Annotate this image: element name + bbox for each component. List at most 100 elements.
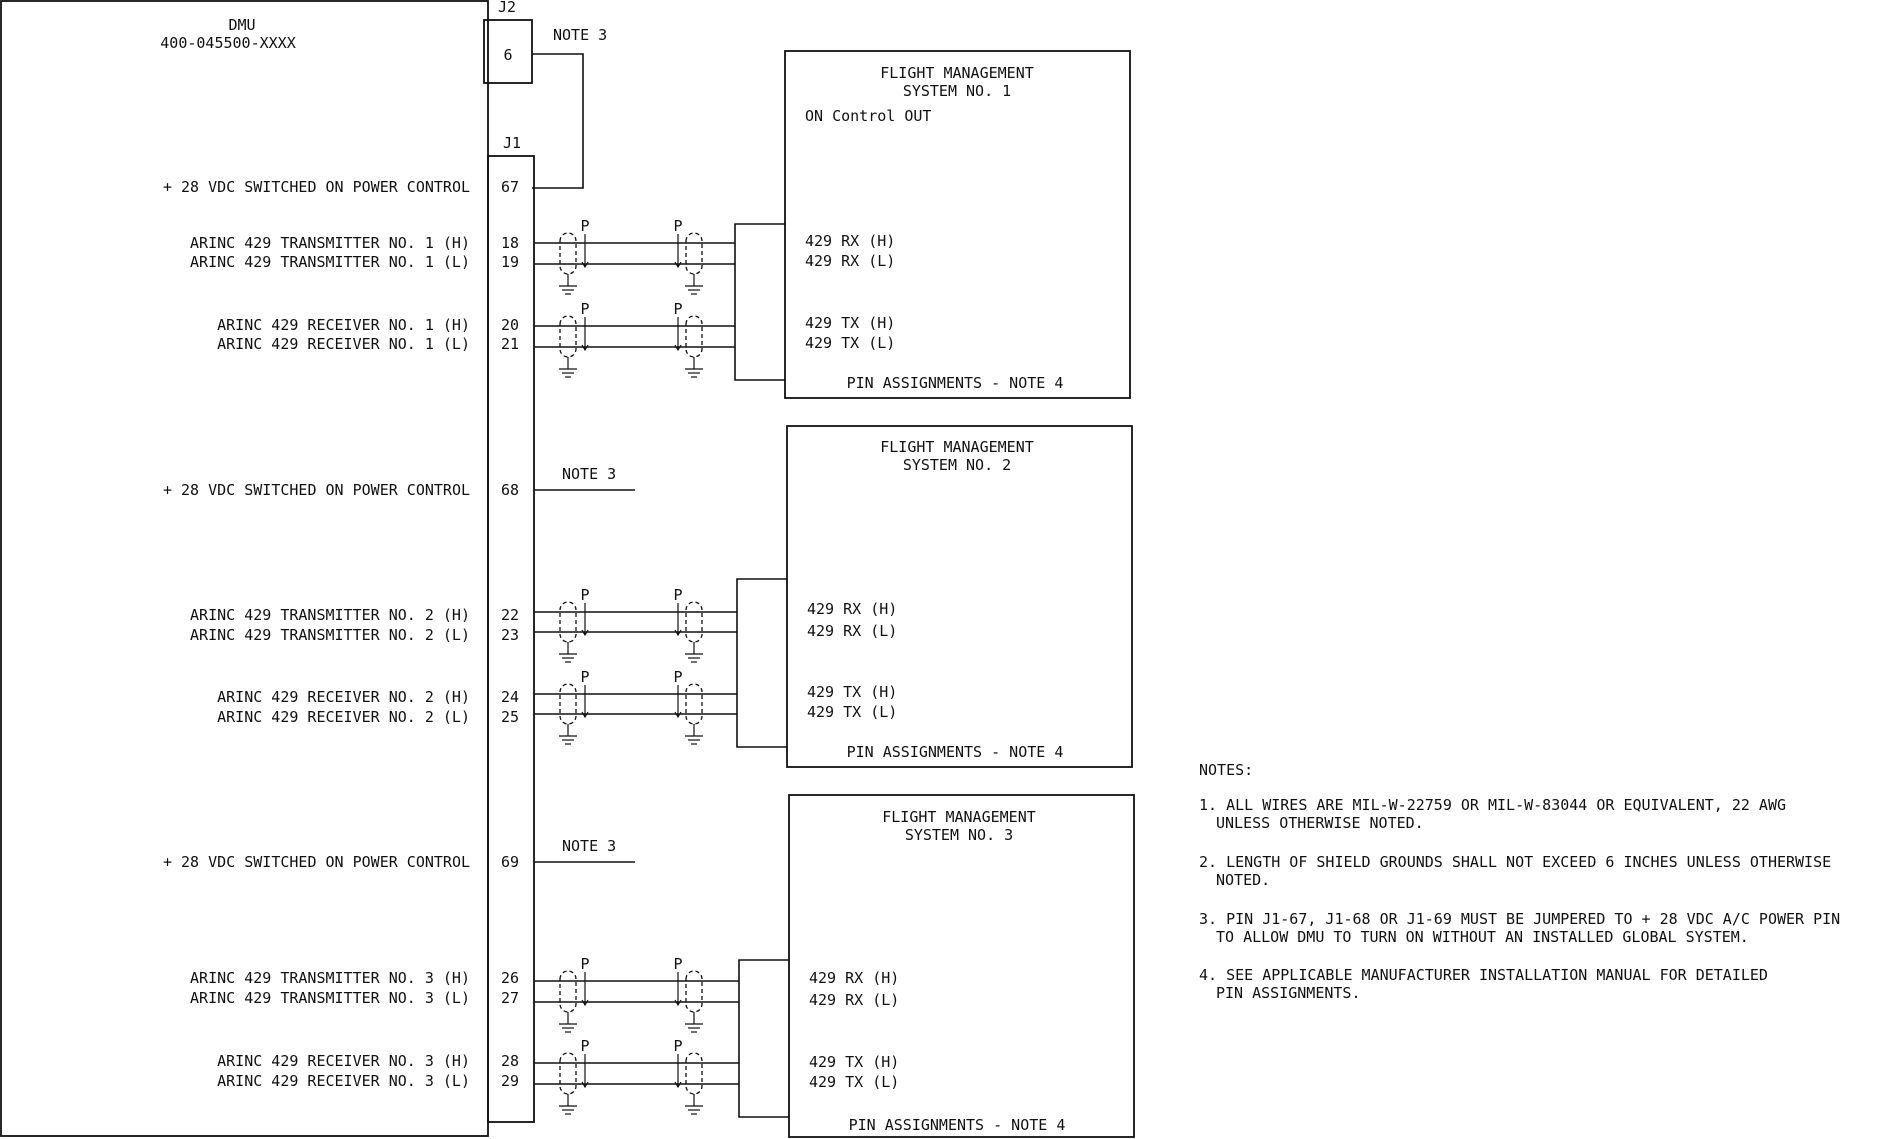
fms-subtitle: SYSTEM NO. 3 — [905, 826, 1013, 844]
shield-p-label: P — [673, 668, 682, 686]
note-2-line-1: 2. LENGTH OF SHIELD GROUNDS SHALL NOT EX… — [1199, 853, 1831, 871]
note3-label-top: NOTE 3 — [553, 26, 607, 44]
pin-number: 69 — [501, 853, 519, 871]
signal-label: ARINC 429 TRANSMITTER NO. 2 (L) — [190, 626, 470, 644]
pin-number: 67 — [501, 178, 519, 196]
note3-label-68: NOTE 3 — [562, 465, 616, 483]
pin-number: 18 — [501, 234, 519, 252]
shield-p-label: P — [580, 300, 589, 318]
fms-subtitle: SYSTEM NO. 2 — [903, 456, 1011, 474]
shield-p-label: P — [673, 586, 682, 604]
note-2-line-2: NOTED. — [1216, 871, 1270, 889]
arrow-icon — [674, 261, 682, 269]
note-1-line-1: 1. ALL WIRES ARE MIL-W-22759 OR MIL-W-83… — [1199, 796, 1786, 814]
fms-pin-assignments: PIN ASSIGNMENTS - NOTE 4 — [847, 743, 1064, 761]
signal-label: ARINC 429 RECEIVER NO. 2 (H) — [217, 688, 470, 706]
shield-p-label: P — [580, 586, 589, 604]
shield-p-label: P — [580, 955, 589, 973]
shield-symbol — [685, 601, 703, 643]
signal-label: ARINC 429 RECEIVER NO. 3 (H) — [217, 1052, 470, 1070]
signal-label: ARINC 429 TRANSMITTER NO. 1 (H) — [190, 234, 470, 252]
j2-connector — [483, 19, 533, 84]
fms-tx-l: 429 TX (L) — [807, 703, 897, 721]
arrow-icon — [581, 711, 589, 719]
fms-rx-l: 429 RX (L) — [807, 622, 897, 640]
note-1-line-2: UNLESS OTHERWISE NOTED. — [1216, 814, 1424, 832]
shield-p-label: P — [580, 1037, 589, 1055]
dmu-title: DMU — [228, 16, 255, 34]
notes-block: NOTES: 1. ALL WIRES ARE MIL-W-22759 OR M… — [1199, 761, 1840, 1002]
fms-unit-2: FLIGHT MANAGEMENT SYSTEM NO. 2 429 RX (H… — [786, 425, 1133, 768]
signal-label: ARINC 429 TRANSMITTER NO. 3 (L) — [190, 989, 470, 1007]
shield-symbol — [559, 1052, 577, 1095]
shield-symbol — [685, 970, 703, 1013]
pin-number: 19 — [501, 253, 519, 271]
fms-title: FLIGHT MANAGEMENT — [880, 438, 1034, 456]
signal-label: ARINC 429 TRANSMITTER NO. 1 (L) — [190, 253, 470, 271]
note-3-line-2: TO ALLOW DMU TO TURN ON WITHOUT AN INSTA… — [1216, 928, 1749, 946]
fms-unit-3: FLIGHT MANAGEMENT SYSTEM NO. 3 429 RX (H… — [788, 794, 1135, 1138]
fms-box — [786, 425, 1133, 768]
signal-label: ARINC 429 RECEIVER NO. 1 (H) — [217, 316, 470, 334]
arrow-icon — [674, 999, 682, 1007]
fms-rx-h: 429 RX (H) — [809, 969, 899, 987]
shield-p-label: P — [673, 955, 682, 973]
shield-symbol — [559, 601, 577, 643]
fms-on-control-out: ON Control OUT — [805, 107, 931, 125]
pin-number: 23 — [501, 626, 519, 644]
fms-rx-l: 429 RX (L) — [805, 252, 895, 270]
pin-number: 29 — [501, 1072, 519, 1090]
note-4-line-2: PIN ASSIGNMENTS. — [1216, 984, 1361, 1002]
arrow-icon — [674, 344, 682, 352]
j1-connector — [487, 155, 535, 1123]
shield-symbol — [559, 683, 577, 725]
signal-label: + 28 VDC SWITCHED ON POWER CONTROL — [163, 853, 470, 871]
pin-number: 21 — [501, 335, 519, 353]
dmu-part-number: 400-045500-XXXX — [160, 34, 295, 52]
arrow-icon — [674, 711, 682, 719]
shield-p-label: P — [673, 217, 682, 235]
shield-symbol — [685, 315, 703, 358]
notes-heading: NOTES: — [1199, 761, 1253, 779]
shield-p-label: P — [580, 668, 589, 686]
signal-label: + 28 VDC SWITCHED ON POWER CONTROL — [163, 178, 470, 196]
pin-number: 26 — [501, 969, 519, 987]
j2-pin: 6 — [503, 46, 512, 64]
dmu-box — [0, 0, 489, 1137]
signal-label: ARINC 429 RECEIVER NO. 3 (L) — [217, 1072, 470, 1090]
pin-number: 22 — [501, 606, 519, 624]
note3-jumper-wire — [532, 53, 584, 189]
fms-title: FLIGHT MANAGEMENT — [880, 64, 1034, 82]
bundle-link — [736, 578, 787, 748]
fms-tx-l: 429 TX (L) — [805, 334, 895, 352]
fms-tx-h: 429 TX (H) — [805, 314, 895, 332]
pin-number: 25 — [501, 708, 519, 726]
fms-rx-h: 429 RX (H) — [807, 600, 897, 618]
note-3-line-1: 3. PIN J1-67, J1-68 OR J1-69 MUST BE JUM… — [1199, 910, 1840, 928]
shield-p-label: P — [673, 300, 682, 318]
signal-label: ARINC 429 TRANSMITTER NO. 3 (H) — [190, 969, 470, 987]
arrow-icon — [581, 344, 589, 352]
fms-tx-l: 429 TX (L) — [809, 1073, 899, 1091]
note3-label-69: NOTE 3 — [562, 837, 616, 855]
signal-label: + 28 VDC SWITCHED ON POWER CONTROL — [163, 481, 470, 499]
arrow-icon — [581, 261, 589, 269]
pin-number: 24 — [501, 688, 519, 706]
fms-tx-h: 429 TX (H) — [809, 1053, 899, 1071]
bundle-link — [734, 223, 785, 381]
shield-p-label: P — [673, 1037, 682, 1055]
j2-label: J2 — [498, 0, 516, 16]
fms-pin-assignments: PIN ASSIGNMENTS - NOTE 4 — [847, 374, 1064, 392]
fms-rx-l: 429 RX (L) — [809, 991, 899, 1009]
fms-title: FLIGHT MANAGEMENT — [882, 808, 1036, 826]
shield-symbol — [685, 683, 703, 725]
pin-number: 20 — [501, 316, 519, 334]
signal-list: + 28 VDC SWITCHED ON POWER CONTROL 67ARIN… — [163, 178, 519, 1090]
note-4-line-1: 4. SEE APPLICABLE MANUFACTURER INSTALLAT… — [1199, 966, 1768, 984]
j1-label: J1 — [503, 134, 521, 152]
fms-tx-h: 429 TX (H) — [807, 683, 897, 701]
fms-box — [788, 794, 1135, 1138]
fms-rx-h: 429 RX (H) — [805, 232, 895, 250]
